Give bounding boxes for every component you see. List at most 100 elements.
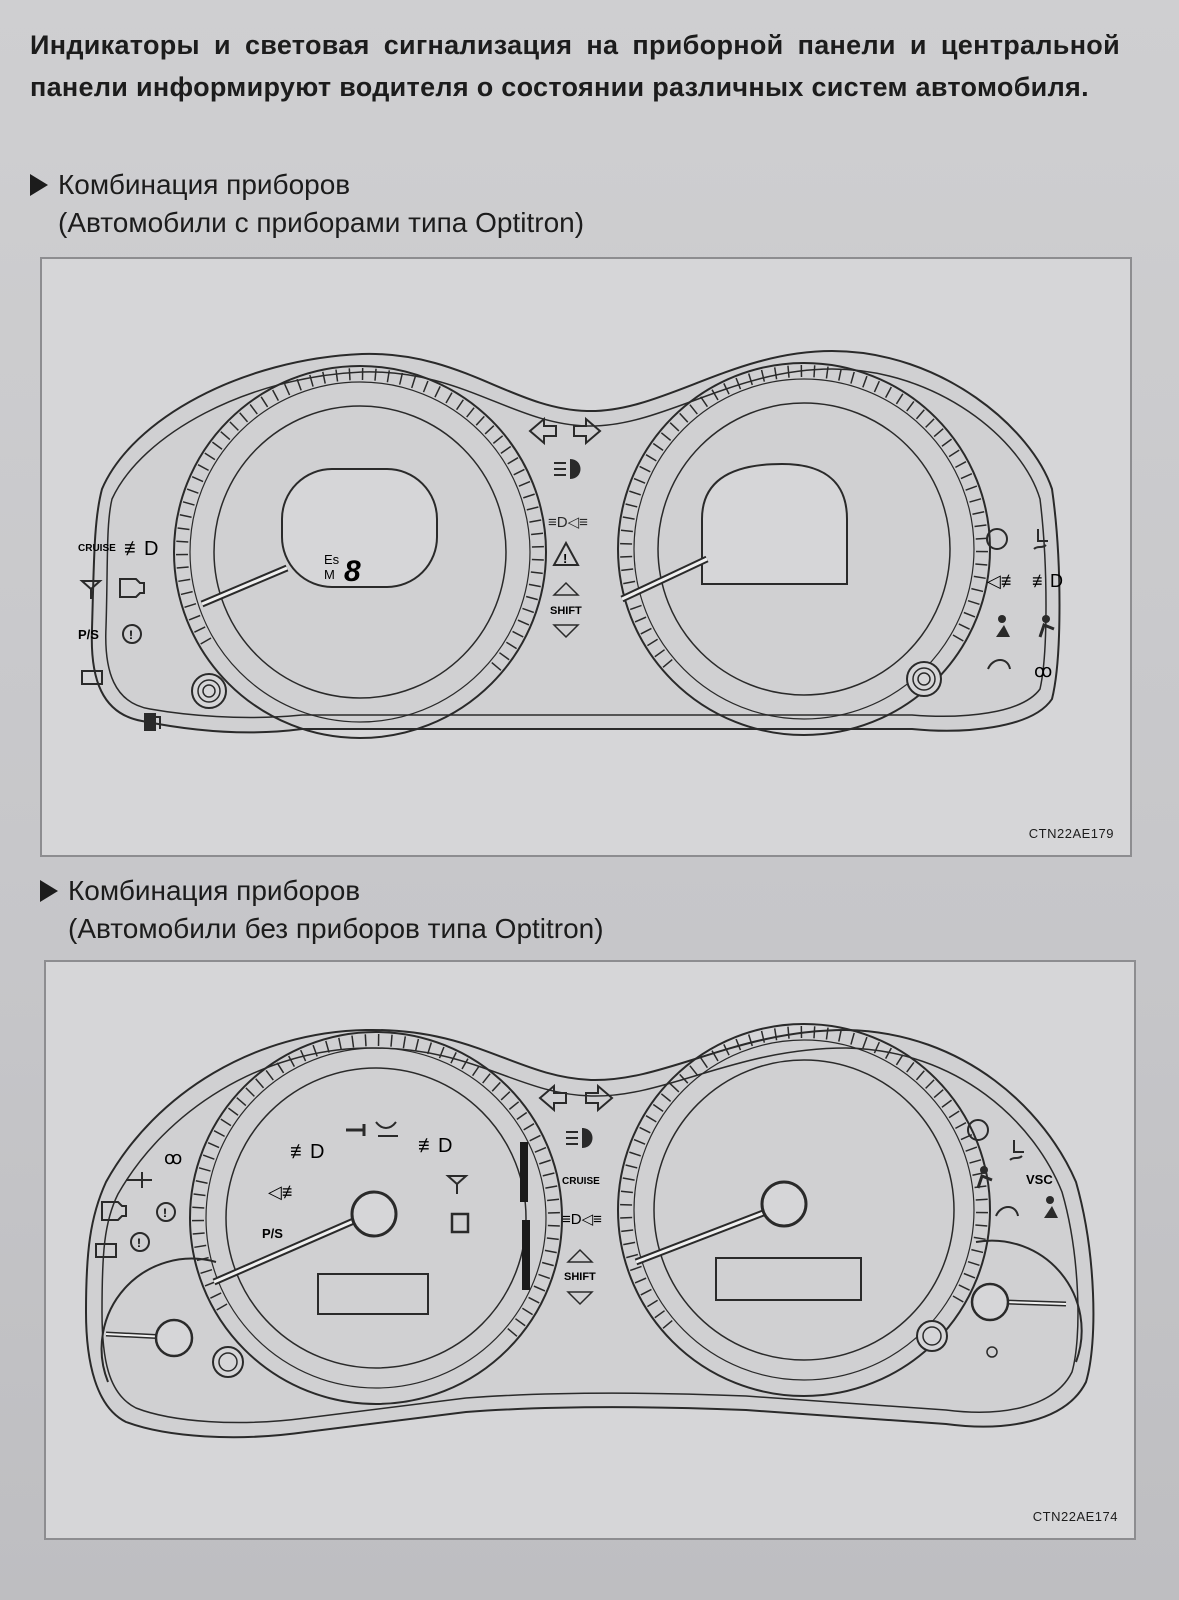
- gauge-tick: [455, 399, 464, 411]
- gauge-tick: [895, 393, 904, 405]
- gauge-tick: [813, 365, 816, 378]
- gauge-tick: [229, 421, 239, 431]
- gauge-tick: [325, 1040, 330, 1053]
- gauge-tick: [386, 370, 391, 383]
- gauge-tick: [249, 403, 258, 415]
- svg-text:!: !: [163, 1206, 167, 1220]
- gauge-tick: [265, 1069, 274, 1081]
- gauge-tick: [500, 445, 512, 454]
- gauge-tick: [176, 566, 189, 569]
- figure-code: CTN22AE174: [1032, 1509, 1118, 1524]
- door-open-icon: [450, 1212, 470, 1234]
- slip-icon: [1009, 1140, 1024, 1161]
- rear-fog-icon: ◁≢: [987, 571, 1019, 591]
- gauge-tick: [654, 649, 665, 658]
- gauge-tick: [515, 1318, 526, 1327]
- gauge-tick: [735, 377, 742, 390]
- gauge-tick: [239, 412, 249, 423]
- gauge-tick: [787, 365, 790, 378]
- gauge-tick: [629, 490, 641, 496]
- cluster-diagram-optitron: Es M 8: [78, 349, 1063, 739]
- tail-light-icon: ≡D◁≡: [548, 514, 588, 531]
- gauge-tick: [626, 1253, 639, 1259]
- gauge-tick: [873, 380, 881, 393]
- shift-up-icon: [566, 1248, 594, 1263]
- gauge-tick: [647, 638, 659, 647]
- oil-pressure-icon: [995, 1206, 1019, 1217]
- section-subtitle: (Автомобили без приборов типа Optitron): [68, 913, 604, 944]
- gauge-tick: [471, 1065, 480, 1077]
- gauge-tick: [499, 652, 510, 661]
- slip-icon: [1033, 529, 1048, 550]
- dimmer-knob: [906, 661, 942, 697]
- gauge-tick: [948, 1110, 960, 1119]
- gauge-tick: [542, 1172, 555, 1177]
- gauge-tick: [411, 376, 417, 389]
- gauge-tick: [351, 1035, 355, 1048]
- gauge-tick: [850, 371, 855, 384]
- gauge-tick: [178, 578, 191, 583]
- abs-icon: [986, 528, 1008, 550]
- gauge-tick: [507, 1327, 518, 1337]
- gauge-tick: [971, 1248, 984, 1254]
- gauge-tick: [427, 1042, 433, 1055]
- gauge-tick: [972, 511, 985, 515]
- gauge-tick: [484, 425, 495, 435]
- gauge-tick: [507, 457, 519, 465]
- gauge-tick: [518, 480, 531, 487]
- gauge-tick: [516, 1111, 528, 1120]
- gauge-tick: [539, 1159, 551, 1165]
- shift-label: SHIFT: [564, 1271, 596, 1283]
- brake-warning-icon: !: [122, 624, 142, 644]
- gauge-tick: [965, 1146, 978, 1152]
- gauge-tick: [747, 373, 753, 386]
- gauge-tick: [711, 1050, 719, 1062]
- high-beam-icon: [566, 1128, 593, 1148]
- gauge-tick: [700, 1057, 709, 1069]
- tachometer-gauge: [617, 362, 991, 736]
- gauge-tick: [645, 1115, 657, 1123]
- gauge-tick: [348, 368, 351, 381]
- gauge-tick: [179, 514, 192, 518]
- headlight-icon: ≢D: [418, 1135, 452, 1157]
- gauge-tick: [522, 607, 535, 614]
- gauge-tick: [434, 386, 441, 398]
- check-engine-icon: [101, 1201, 127, 1221]
- gauge-tick: [500, 1091, 511, 1101]
- gauge-tick: [622, 1177, 635, 1181]
- gauge-tick: [491, 1081, 501, 1092]
- battery-icon: [95, 1243, 117, 1258]
- gauge-tick: [182, 501, 195, 506]
- gauge-tick: [200, 637, 212, 645]
- gauge-tick: [528, 583, 541, 588]
- seatbelt-icon: [1044, 1196, 1058, 1218]
- gauge-tick: [283, 383, 291, 396]
- gauge-tick: [971, 587, 984, 593]
- gauge-tick: [309, 374, 314, 387]
- gauge-tick: [188, 614, 201, 621]
- gauge-tick: [941, 1099, 953, 1108]
- seatbelt-icon: [996, 615, 1010, 637]
- gauge-tick: [723, 1044, 730, 1056]
- gauge-tick: [194, 1244, 207, 1249]
- gauge-tick: [623, 580, 636, 585]
- charge-icon: !: [130, 1232, 150, 1252]
- figure-optitron-cluster: Es M 8: [40, 257, 1132, 857]
- parking-brake-icon: [126, 1172, 152, 1188]
- warning-triangle-icon: !: [552, 540, 580, 566]
- gauge-tick: [662, 1319, 673, 1329]
- svg-text:≢D: ≢D: [418, 1135, 452, 1157]
- gauge-tick: [689, 404, 698, 415]
- gauge-tick: [414, 1038, 420, 1051]
- airbag-icon: [1038, 615, 1055, 638]
- gauge-tick: [545, 1185, 558, 1189]
- gauge-tick: [639, 1126, 651, 1134]
- gauge-tick: [322, 371, 326, 384]
- gauge-tick: [640, 1288, 652, 1296]
- gauge-tick: [948, 449, 960, 458]
- gauge-tick: [973, 1236, 986, 1241]
- gauge-tick: [422, 380, 429, 393]
- gauge-tick: [461, 1058, 469, 1070]
- gauge-tick: [180, 590, 193, 596]
- trip-reset-knob: [191, 673, 227, 709]
